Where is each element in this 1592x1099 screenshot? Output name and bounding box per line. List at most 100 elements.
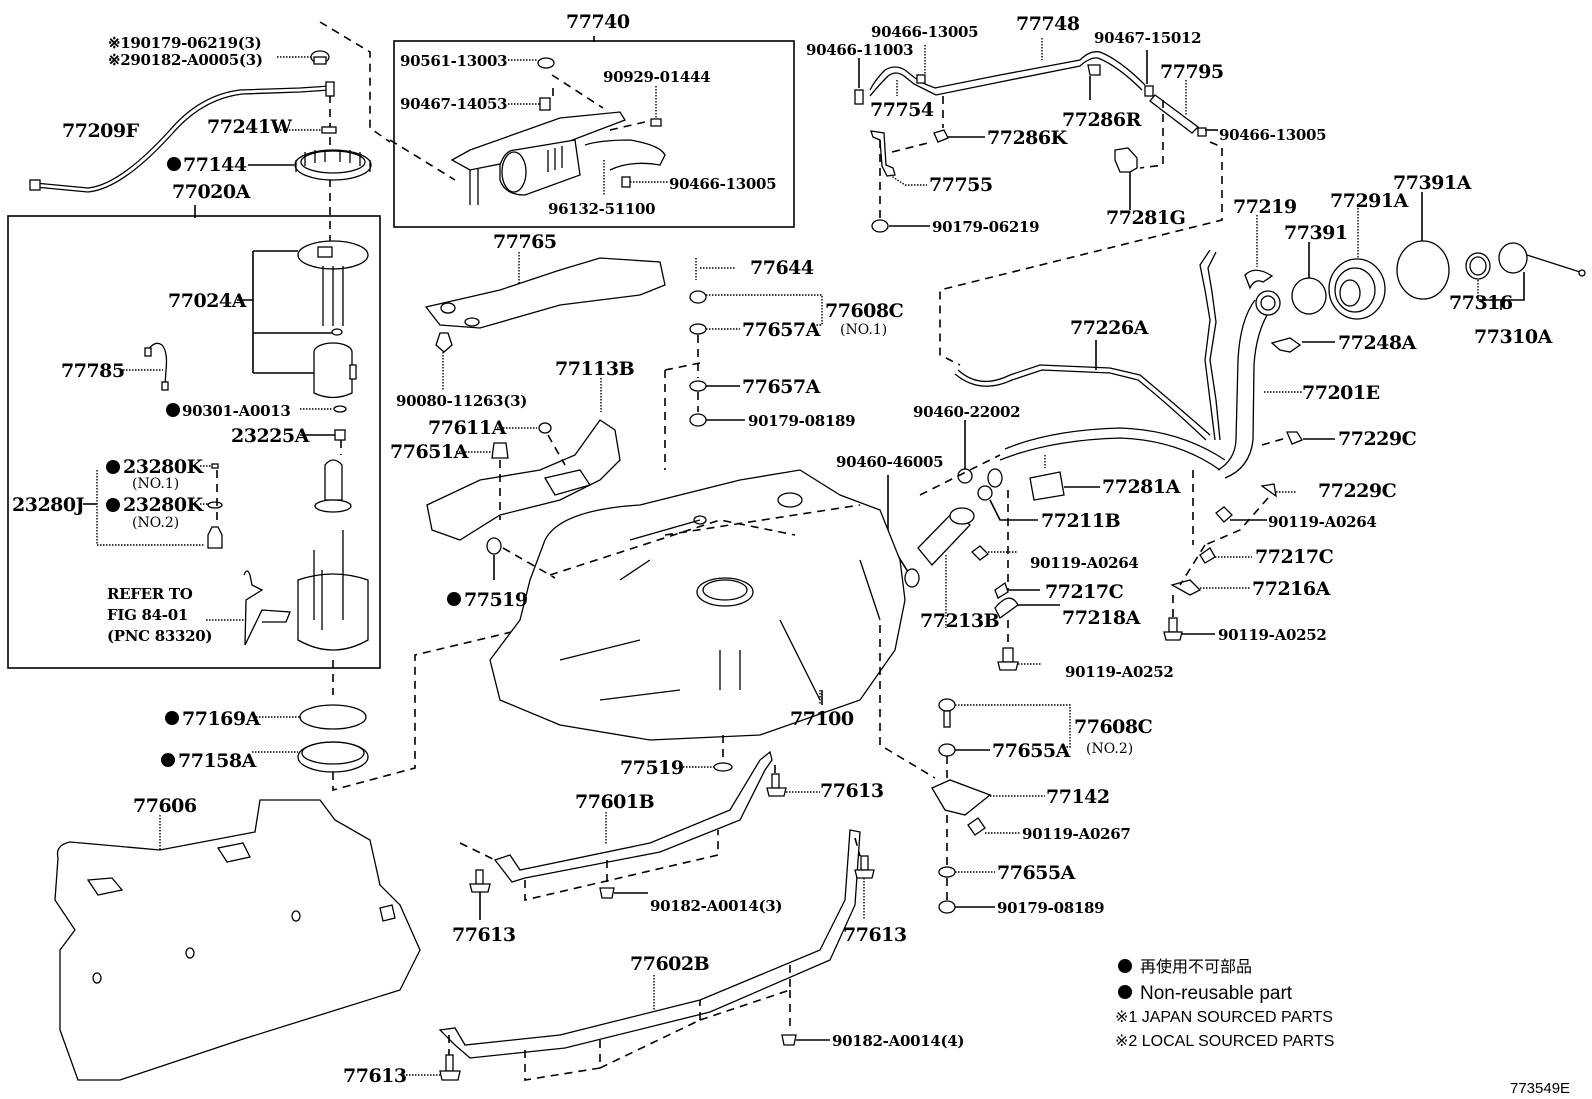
part-label-77651A[interactable]: 77651A: [390, 441, 469, 463]
part-label-77755[interactable]: 77755: [929, 174, 993, 196]
part-label-77519-b[interactable]: 77519: [620, 757, 684, 779]
part-label-77748[interactable]: 77748: [1016, 13, 1080, 35]
non-reusable-marker: [161, 753, 175, 767]
part-label-77216A[interactable]: 77216A: [1252, 578, 1331, 600]
refer-note-line1: REFER TO: [107, 585, 193, 603]
part-label-77602B[interactable]: 77602B: [630, 953, 710, 975]
part-label-77310A[interactable]: 77310A: [1474, 326, 1553, 348]
part-label-77100[interactable]: 77100: [790, 708, 854, 730]
part-label-77795[interactable]: 77795: [1160, 61, 1224, 83]
part-label-77248A[interactable]: 77248A: [1338, 332, 1417, 354]
part-label-77226A[interactable]: 77226A: [1070, 317, 1149, 339]
part-label-77657A-b[interactable]: 77657A: [742, 376, 821, 398]
part-label-90929-01444[interactable]: 90929-01444: [603, 68, 711, 86]
part-label-90119-A0264-a[interactable]: 90119-A0264: [1030, 554, 1139, 572]
part-label-90466-13005-right[interactable]: 90466-13005: [1219, 126, 1327, 144]
part-label-77391[interactable]: 77391: [1284, 222, 1348, 244]
part-label-77218A[interactable]: 77218A: [1062, 607, 1141, 629]
part-drawing-seal-77391A: [1396, 240, 1450, 300]
part-label-77613-c[interactable]: 77613: [843, 924, 907, 946]
part-label-90179-06219[interactable]: 90179-06219: [932, 218, 1040, 236]
part-label-77613-d[interactable]: 77613: [343, 1065, 407, 1087]
part-label-90179-06219-3[interactable]: ※190179-06219(3): [108, 34, 262, 52]
part-label-90119-A0264-b[interactable]: 90119-A0264: [1268, 513, 1377, 531]
part-label-23280K-no2[interactable]: 23280K: [123, 494, 205, 516]
part-drawing-heat-insulator-77765: [424, 257, 666, 329]
part-drawing-fuel-cap: [1498, 242, 1586, 277]
part-label-77644[interactable]: 77644: [750, 257, 814, 279]
part-label-77765[interactable]: 77765: [493, 231, 557, 253]
part-label-77785[interactable]: 77785: [61, 360, 125, 382]
part-label-77613-a[interactable]: 77613: [820, 780, 884, 802]
refer-note-line2[interactable]: FIG 84-01: [107, 606, 188, 624]
part-label-90460-46005[interactable]: 90460-46005: [836, 453, 944, 471]
part-label-77291A[interactable]: 77291A: [1330, 190, 1409, 212]
part-label-77519-a[interactable]: 77519: [464, 589, 528, 611]
part-label-23280J[interactable]: 23280J: [12, 494, 85, 516]
part-label-90119-A0252-a[interactable]: 90119-A0252: [1065, 663, 1174, 681]
part-label-77201E[interactable]: 77201E: [1302, 382, 1380, 404]
part-label-77217C-b[interactable]: 77217C: [1255, 546, 1334, 568]
part-label-77142[interactable]: 77142: [1046, 786, 1110, 808]
part-label-77286K[interactable]: 77286K: [987, 127, 1069, 149]
part-label-77209F[interactable]: 77209F: [62, 120, 140, 142]
non-reusable-marker: [167, 157, 181, 171]
part-label-23280K-no1[interactable]: 23280K: [123, 456, 205, 478]
part-label-77286R[interactable]: 77286R: [1062, 109, 1142, 131]
part-drawing-shield-77113B: [426, 419, 621, 541]
part-label-77169A[interactable]: 77169A: [182, 708, 261, 730]
part-label-77020A[interactable]: 77020A: [172, 181, 251, 203]
part-label-77144[interactable]: 77144: [183, 154, 247, 176]
part-label-77754[interactable]: 77754: [870, 99, 934, 121]
part-label-77740[interactable]: 77740: [566, 11, 630, 33]
part-label-90301-A0013[interactable]: 90301-A0013: [182, 402, 291, 420]
part-label-96132-51100[interactable]: 96132-51100: [548, 200, 656, 218]
part-drawing-filler-pipe: [1199, 249, 1281, 479]
part-label-77657A-a[interactable]: 77657A: [742, 319, 821, 341]
part-label-77217C-a[interactable]: 77217C: [1045, 581, 1124, 603]
part-drawing-retainer-ring: [294, 149, 372, 181]
part-label-77219[interactable]: 77219: [1233, 196, 1297, 218]
part-label-77316[interactable]: 77316: [1449, 292, 1513, 314]
part-label-90561-13003[interactable]: 90561-13003: [400, 52, 508, 70]
part-label-77158A[interactable]: 77158A: [178, 750, 257, 772]
part-label-90182-A0005-3[interactable]: ※290182-A0005(3): [108, 51, 263, 69]
part-label-90467-14053[interactable]: 90467-14053: [400, 95, 508, 113]
part-label-77606[interactable]: 77606: [133, 795, 197, 817]
part-label-90460-22002[interactable]: 90460-22002: [913, 403, 1021, 421]
part-label-77281A[interactable]: 77281A: [1102, 476, 1181, 498]
part-label-77113B[interactable]: 77113B: [555, 358, 635, 380]
part-label-77655A-a[interactable]: 77655A: [992, 740, 1071, 762]
part-label-90466-11003[interactable]: 90466-11003: [806, 41, 914, 59]
part-label-77241W[interactable]: 77241W: [207, 116, 293, 138]
non-reusable-marker: [106, 460, 120, 474]
part-label-77391A[interactable]: 77391A: [1393, 172, 1472, 194]
part-label-77281G[interactable]: 77281G: [1106, 207, 1186, 229]
part-label-23225A[interactable]: 23225A: [231, 425, 310, 447]
part-label-77608C-no2[interactable]: 77608C: [1074, 716, 1153, 738]
part-label-77608C-no1[interactable]: 77608C: [825, 300, 904, 322]
part-drawing-protector-77606: [54, 799, 421, 1081]
non-reusable-marker: [165, 711, 179, 725]
part-label-77229C-a[interactable]: 77229C: [1338, 428, 1417, 450]
part-label-90466-13005-canister[interactable]: 90466-13005: [669, 175, 777, 193]
part-label-77229C-b[interactable]: 77229C: [1318, 480, 1397, 502]
part-drawing-bolt-77613-c: [854, 855, 875, 879]
part-label-77024A[interactable]: 77024A: [168, 290, 247, 312]
part-label-90119-A0267[interactable]: 90119-A0267: [1022, 825, 1131, 843]
part-label-90467-15012[interactable]: 90467-15012: [1094, 29, 1202, 47]
part-label-77213B[interactable]: 77213B: [920, 610, 1000, 632]
part-label-90179-08189-b[interactable]: 90179-08189: [997, 899, 1105, 917]
part-label-90182-A0014-4[interactable]: 90182-A0014(4): [832, 1032, 965, 1050]
part-label-90466-13005-top[interactable]: 90466-13005: [871, 23, 979, 41]
part-label-90179-08189-a[interactable]: 90179-08189: [748, 412, 856, 430]
part-label-77601B[interactable]: 77601B: [575, 791, 655, 813]
part-label-90119-A0252-b[interactable]: 90119-A0252: [1218, 626, 1327, 644]
part-label-77211B[interactable]: 77211B: [1041, 510, 1121, 532]
part-label-90182-A0014-3[interactable]: 90182-A0014(3): [650, 897, 783, 915]
part-label-77655A-b[interactable]: 77655A: [997, 862, 1076, 884]
part-label-90080-11263-3[interactable]: 90080-11263(3): [396, 392, 527, 410]
part-label-77613-b[interactable]: 77613: [452, 924, 516, 946]
part-drawing-bolt-90119-A0252-a: [997, 647, 1019, 671]
part-label-77611A[interactable]: 77611A: [428, 417, 507, 439]
